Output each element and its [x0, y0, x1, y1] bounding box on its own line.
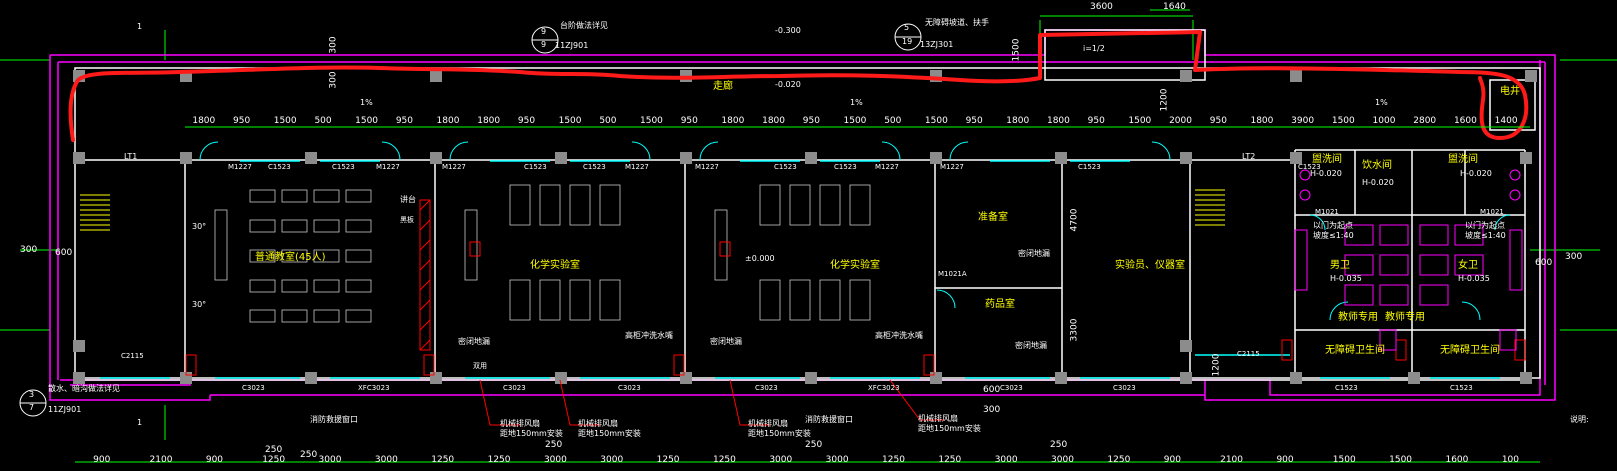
- red-wall-hatching: [185, 199, 1526, 376]
- desk-layout: [214, 184, 871, 323]
- stair-lt2: [1195, 189, 1225, 226]
- door-swings: [199, 141, 1511, 321]
- windows: [100, 160, 1500, 379]
- grid-lines: [0, 9, 1617, 440]
- dimension-lines: [75, 126, 1540, 463]
- stair-lt1: [80, 194, 110, 231]
- red-markup: [68, 30, 1529, 142]
- exhaust-leaders: [479, 379, 945, 426]
- reference-bubbles: [19, 23, 922, 417]
- wc-fixtures: [1294, 169, 1523, 351]
